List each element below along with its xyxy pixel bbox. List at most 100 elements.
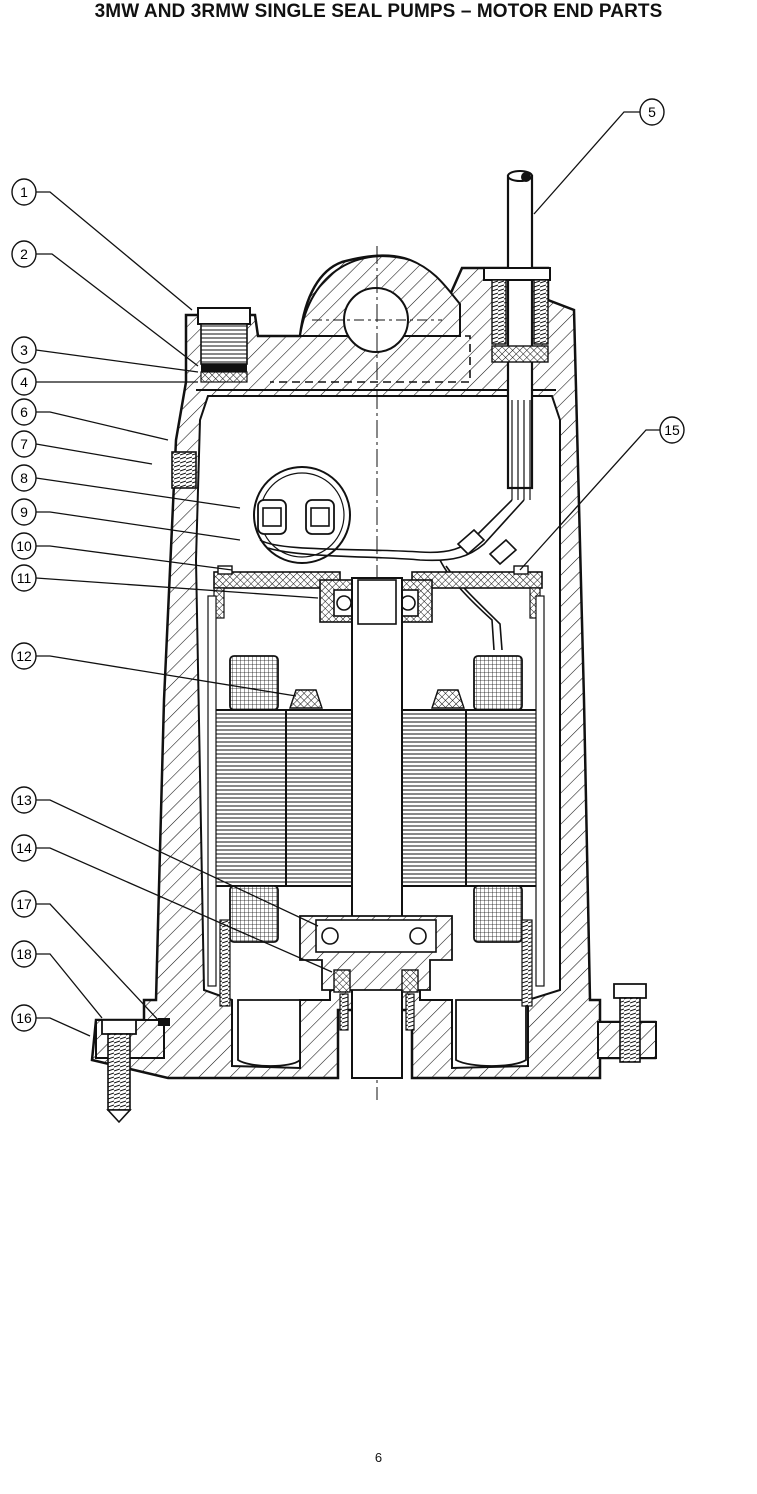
bolt-shank-left [107, 1033, 131, 1111]
callout-18-label: 18 [16, 946, 32, 962]
callout-16: 16 [11, 1004, 37, 1032]
cord-leads [511, 400, 531, 500]
callout-15-label: 15 [664, 422, 680, 438]
callout-7: 7 [11, 430, 37, 458]
gasket-3 [201, 364, 247, 372]
upper-bearing-ball-l [336, 595, 352, 611]
callout-6-label: 6 [20, 404, 28, 420]
callout-4-label: 4 [20, 374, 28, 390]
leader-9 [36, 511, 241, 541]
callout-8: 8 [11, 464, 37, 492]
callout-9: 9 [11, 498, 37, 526]
callout-3: 3 [11, 336, 37, 364]
leader-7 [35, 443, 153, 465]
callout-4: 4 [11, 368, 37, 396]
leader-14 [36, 847, 333, 973]
washer-4 [200, 371, 248, 383]
callout-2-label: 2 [20, 246, 28, 262]
callout-14: 14 [11, 834, 37, 862]
stator-shell-r [535, 595, 545, 987]
callout-17-label: 17 [16, 896, 32, 912]
pipe-plug-assembly [197, 307, 251, 383]
rotor-end-ring-l [289, 689, 323, 709]
callout-12-label: 12 [16, 648, 32, 664]
housing-bolts [101, 919, 647, 1124]
seal-head-l [333, 969, 351, 993]
leader-10 [36, 545, 233, 571]
callout-11: 11 [11, 564, 37, 592]
leader-12 [36, 655, 297, 697]
bolt-head-right [613, 983, 647, 999]
callout-15: 15 [659, 416, 685, 444]
callouts: 1 2 3 4 5 6 7 8 9 10 11 12 13 14 15 16 1… [11, 98, 685, 1032]
cord-tip [521, 172, 531, 182]
pipe-plug-head [197, 307, 251, 325]
power-cord-assembly [483, 170, 551, 500]
o-ring-17 [158, 1018, 170, 1026]
rotor-end-ring-r [431, 689, 465, 709]
stator-rotor [207, 595, 545, 987]
callout-12: 12 [11, 642, 37, 670]
leader-8 [35, 477, 241, 509]
stator-bolt-right [521, 919, 533, 1007]
callout-3-label: 3 [20, 342, 28, 358]
screw-15 [513, 565, 529, 575]
callout-13: 13 [11, 786, 37, 814]
cord-fitting-nut [483, 267, 551, 281]
rotor-lamination-r [401, 709, 467, 887]
callout-11-label: 11 [17, 570, 32, 586]
leader-6 [36, 411, 169, 441]
stator-bolt-left [219, 919, 231, 1007]
upper-bearing-ball-r [400, 595, 416, 611]
leader-3 [35, 349, 199, 373]
callout-1-label: 1 [20, 184, 28, 200]
terminal-2-inner [310, 507, 330, 527]
callout-14-label: 14 [16, 840, 32, 856]
bolt-head-left [101, 1019, 137, 1035]
cord-fitting-thread-r [533, 279, 549, 345]
cord-fitting-thread-l [491, 279, 507, 345]
stator-winding-ul [229, 655, 279, 711]
bolt-shank-right [619, 997, 641, 1063]
capacitor-terminal-assembly [253, 466, 525, 651]
callout-17: 17 [11, 890, 37, 918]
callout-1: 1 [11, 178, 37, 206]
callout-5: 5 [639, 98, 665, 126]
crimp-connector-1 [456, 528, 486, 556]
callout-7-label: 7 [20, 436, 28, 452]
callout-18: 18 [11, 940, 37, 968]
callout-9-label: 9 [20, 504, 28, 520]
callout-2: 2 [11, 240, 37, 268]
lower-bearing-ball-l [321, 927, 339, 945]
stator-winding-ll [229, 885, 279, 943]
leader-15 [519, 429, 660, 571]
stator-shell-l [207, 595, 217, 987]
lower-bearing-ball-r [409, 927, 427, 945]
base-pocket-right [455, 999, 527, 1067]
bolt-tip-left [106, 1109, 132, 1124]
leader-17 [36, 903, 161, 1023]
leader-2 [36, 253, 199, 367]
callout-10-label: 10 [16, 538, 32, 554]
stator-lamination-r [465, 709, 539, 887]
base-pocket-left [237, 999, 301, 1067]
stator-winding-lr [473, 885, 523, 943]
terminal-block [253, 466, 351, 564]
cord-grommet [491, 345, 549, 363]
leader-5 [533, 111, 640, 215]
leader-16 [36, 1017, 91, 1037]
handle-bore-hidden [270, 335, 471, 383]
rotor-lamination-l [285, 709, 353, 887]
leader-1 [36, 191, 193, 311]
callout-6: 6 [11, 398, 37, 426]
stator-lamination-l [213, 709, 287, 887]
seal-head-r [401, 969, 419, 993]
page-title: 3MW AND 3RMW SINGLE SEAL PUMPS – MOTOR E… [94, 1, 663, 22]
shaft-upper-step [357, 579, 397, 625]
callout-5-label: 5 [648, 104, 656, 120]
motor-shaft [351, 577, 403, 1079]
leader-13 [36, 799, 319, 927]
pipe-plug-thread [200, 323, 248, 365]
callout-13-label: 13 [16, 792, 32, 808]
